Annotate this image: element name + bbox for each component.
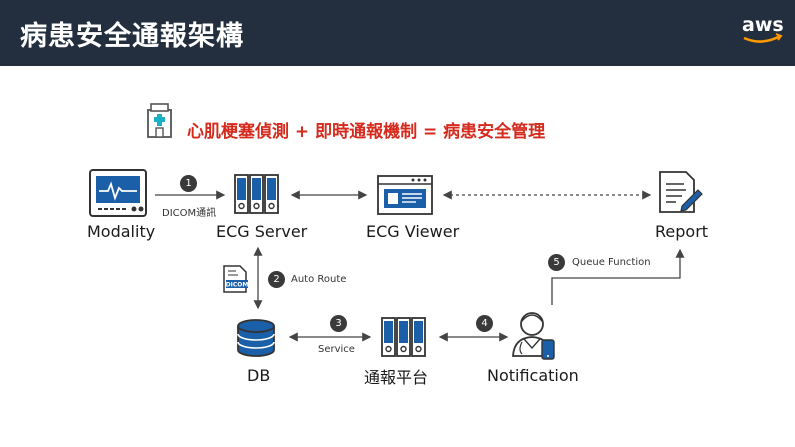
platform-server-icon bbox=[381, 317, 426, 357]
db-icon bbox=[237, 319, 275, 357]
node-label-report: Report bbox=[655, 222, 709, 241]
node-label-ecg-viewer: ECG Viewer bbox=[366, 222, 460, 241]
ecg-server-icon bbox=[234, 174, 279, 214]
page-title: 病患安全通報架構 bbox=[20, 21, 244, 52]
hospital-icon bbox=[147, 103, 172, 138]
diagram-subtitle: 心肌梗塞偵測 + 即時通報機制 = 病患安全管理 bbox=[187, 122, 546, 142]
dicom-file-label: DICOM bbox=[226, 282, 249, 289]
node-label-notification: Notification bbox=[487, 366, 579, 385]
report-icon bbox=[659, 171, 703, 213]
step-badge-4: 4 bbox=[476, 315, 493, 332]
connector-notification-report bbox=[551, 248, 685, 305]
dicom-file-icon: DICOM bbox=[223, 265, 249, 293]
doctor-phone-icon bbox=[512, 312, 555, 360]
step-label-2: Auto Route bbox=[291, 274, 347, 285]
node-label-modality: Modality bbox=[87, 222, 156, 241]
header-bar: 病患安全通報架構 aws bbox=[0, 0, 795, 66]
modality-icon bbox=[89, 169, 147, 217]
step-badge-2: 2 bbox=[268, 271, 285, 288]
aws-smile-icon bbox=[743, 34, 781, 43]
node-label-db: DB bbox=[247, 366, 271, 385]
step-badge-3: 3 bbox=[330, 315, 347, 332]
aws-logo: aws bbox=[742, 14, 784, 36]
node-label-platform: 通報平台 bbox=[364, 368, 429, 387]
step-badge-5: 5 bbox=[548, 254, 565, 271]
step-label-3: Service bbox=[318, 344, 355, 355]
node-label-ecg-server: ECG Server bbox=[216, 222, 308, 241]
ecg-viewer-icon bbox=[377, 175, 433, 215]
aws-logo-text: aws bbox=[742, 14, 784, 36]
step-label-1: DICOM通訊 bbox=[162, 208, 217, 219]
step-badge-1: 1 bbox=[180, 175, 197, 192]
step-label-5: Queue Function bbox=[572, 257, 651, 268]
